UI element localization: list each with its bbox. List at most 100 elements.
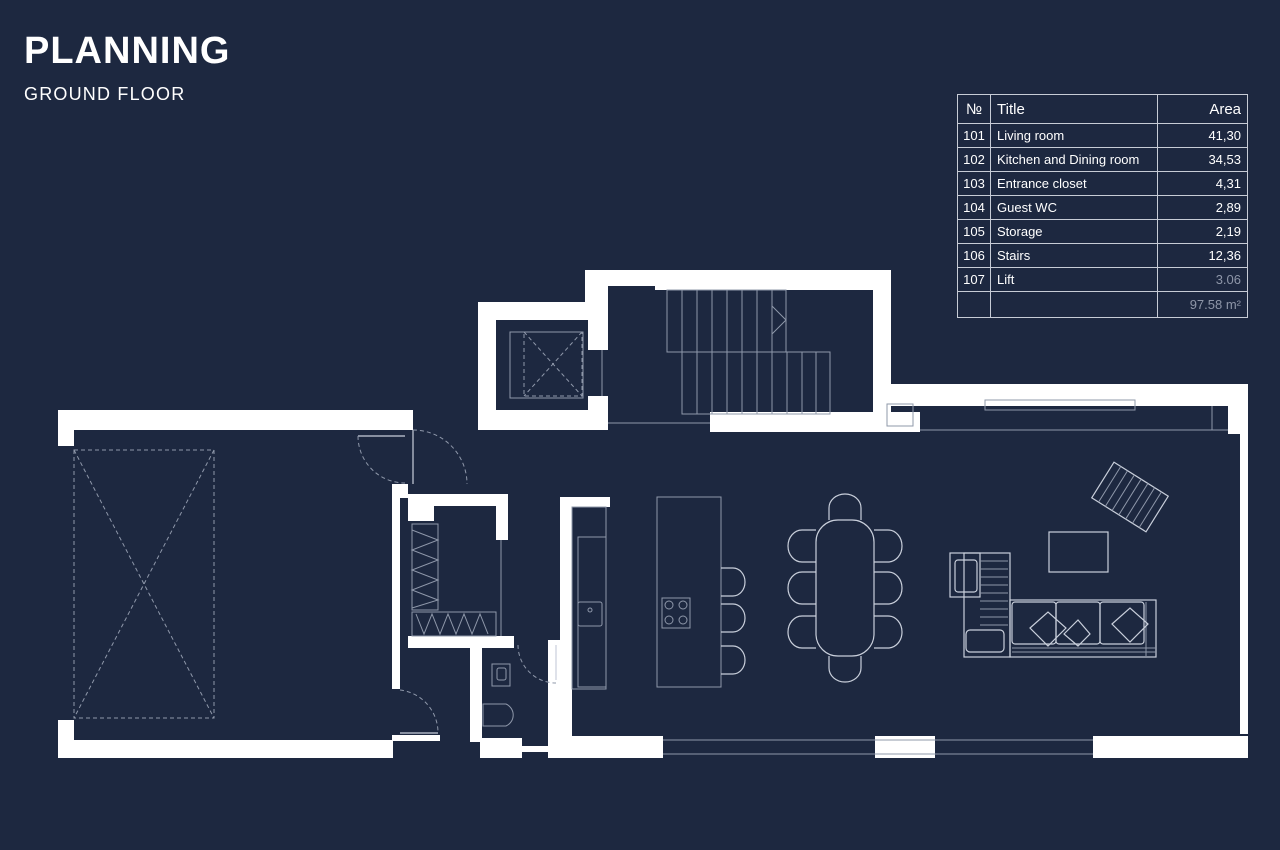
wall xyxy=(408,494,508,506)
chaise-lines xyxy=(980,560,1008,626)
page-subtitle: GROUND FLOOR xyxy=(24,84,186,104)
wall xyxy=(588,396,608,430)
bar-stool xyxy=(721,645,746,675)
room-number: 102 xyxy=(957,147,991,172)
room-number: 104 xyxy=(957,195,991,220)
dining-chair xyxy=(787,529,816,563)
sofa-seat xyxy=(1099,601,1145,645)
wall xyxy=(392,735,440,741)
parking-cross xyxy=(73,449,215,719)
dining-table xyxy=(815,519,875,657)
entrance-closet xyxy=(410,523,497,637)
lift xyxy=(509,331,584,399)
burner xyxy=(664,600,674,610)
wall xyxy=(58,740,393,758)
sink-basin xyxy=(496,667,507,681)
lift-car xyxy=(523,331,583,397)
dining-chair xyxy=(874,529,903,563)
wall xyxy=(585,270,608,318)
room-area: 41,30 xyxy=(1157,123,1248,148)
faucet-icon xyxy=(587,607,593,613)
wall xyxy=(470,636,482,742)
parking-bay xyxy=(73,449,215,719)
wall xyxy=(873,384,1248,406)
wall xyxy=(1093,736,1248,758)
dining-chair xyxy=(874,571,903,605)
dining-chair xyxy=(828,656,862,683)
storage-shelf xyxy=(411,611,497,637)
parking-area xyxy=(73,449,215,719)
kitchen-counter xyxy=(571,506,607,690)
table-row: 101 Living room 41,30 xyxy=(957,123,1248,148)
wall xyxy=(478,302,496,430)
dining-chair xyxy=(828,493,862,520)
door-swing xyxy=(517,644,557,684)
kitchen-island xyxy=(656,496,722,688)
wall xyxy=(655,270,891,290)
pillow-icon xyxy=(1111,607,1149,643)
wall xyxy=(496,494,508,540)
table-row: 102 Kitchen and Dining room 34,53 xyxy=(957,147,1248,172)
burner xyxy=(678,615,688,625)
wall xyxy=(58,410,74,446)
room-area: 12,36 xyxy=(1157,243,1248,268)
stair-treads xyxy=(681,290,817,414)
dining-chair xyxy=(787,615,816,649)
stair-arrow-icon xyxy=(771,305,787,335)
burner xyxy=(678,600,688,610)
stairs xyxy=(666,289,831,415)
door-swing xyxy=(412,429,468,485)
wall xyxy=(560,497,610,507)
page-title: PLANNING xyxy=(24,30,231,72)
dining-chair xyxy=(874,615,903,649)
wall xyxy=(1240,434,1248,734)
parking-cross xyxy=(73,449,215,719)
wall xyxy=(58,410,413,430)
room-title: Entrance closet xyxy=(990,171,1158,196)
kitchen xyxy=(571,496,746,690)
dining xyxy=(787,493,903,683)
door-swing xyxy=(399,689,439,734)
stair-flight-lower xyxy=(681,351,831,415)
room-area: 34,53 xyxy=(1157,147,1248,172)
walls xyxy=(58,270,1248,758)
total-empty-cell xyxy=(990,291,1158,318)
wall xyxy=(408,636,514,648)
shelf-zigzag xyxy=(415,612,489,636)
room-number: 101 xyxy=(957,123,991,148)
room-title: Storage xyxy=(990,219,1158,244)
closet-rack xyxy=(411,523,439,611)
dining-chair xyxy=(787,571,816,605)
table-total-row: 97.58 m² xyxy=(957,291,1248,318)
pillow-icon xyxy=(1029,611,1067,647)
wall xyxy=(548,640,560,740)
sofa-back-lines xyxy=(1012,602,1156,656)
room-area: 2,19 xyxy=(1157,219,1248,244)
wall xyxy=(392,484,400,689)
hanger-zigzag xyxy=(410,529,440,609)
sofa xyxy=(1009,599,1157,658)
lounge-chair xyxy=(1090,461,1170,533)
room-area-table: № Title Area 101 Living room 41,30 102 K… xyxy=(957,94,1248,318)
doors xyxy=(357,429,557,734)
wall xyxy=(875,736,935,758)
lift-shaft xyxy=(509,331,584,399)
window-sill xyxy=(984,399,1136,411)
hob-icon xyxy=(661,597,691,629)
sink-icon xyxy=(577,601,603,627)
wall xyxy=(478,302,608,320)
table-row: 103 Entrance closet 4,31 xyxy=(957,171,1248,196)
wall xyxy=(408,506,434,521)
wall xyxy=(548,640,560,652)
wall xyxy=(548,736,663,758)
total-empty-cell xyxy=(957,291,991,318)
wall xyxy=(480,738,522,758)
lift-cross xyxy=(523,331,583,397)
wall xyxy=(710,412,920,432)
wall xyxy=(522,746,548,752)
bar-stool xyxy=(721,567,746,597)
pillow-icon xyxy=(1063,619,1091,647)
wall xyxy=(560,497,572,740)
room-area: 2,89 xyxy=(1157,195,1248,220)
